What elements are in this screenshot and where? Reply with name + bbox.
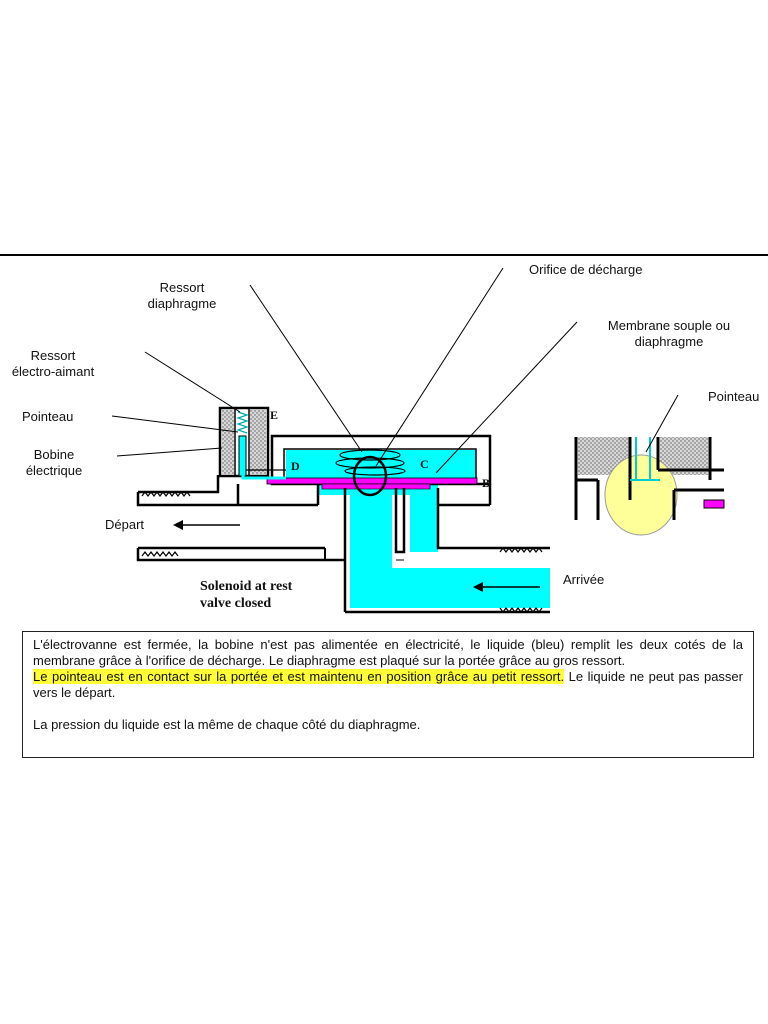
label-orifice: Orifice de décharge: [529, 262, 642, 277]
label-bobine-2: électrique: [26, 463, 82, 478]
label-depart: Départ: [105, 517, 144, 532]
letter-b: B: [482, 476, 490, 490]
valve-body: [136, 434, 550, 614]
solenoid-coil: [218, 406, 286, 480]
letter-d: D: [291, 459, 300, 473]
label-ressort-diaphragme-1: Ressort: [160, 280, 205, 295]
coil-right: [250, 410, 266, 474]
description-line-1: L'électrovanne est fermée, la bobine n'e…: [33, 637, 743, 668]
description-line-3: La pression du liquide est la même de ch…: [33, 717, 421, 732]
side-channel-liquid: [410, 488, 438, 552]
zoom-highlight: [604, 454, 678, 536]
orifice-circle: [352, 455, 388, 497]
letter-e: E: [270, 408, 278, 422]
leader-lines: [111, 267, 679, 474]
label-ressort-electro-2: électro-aimant: [12, 364, 95, 379]
plunger-spring: [236, 411, 249, 434]
label-bobine-1: Bobine: [34, 447, 74, 462]
description-box: L'électrovanne est fermée, la bobine n'e…: [22, 631, 754, 758]
arrivee-arrow: [473, 582, 540, 592]
label-pointeau-left: Pointeau: [22, 409, 73, 424]
label-ressort-diaphragme-2: diaphragme: [148, 296, 217, 311]
label-arrivee: Arrivée: [563, 572, 604, 587]
caption-line-2: valve closed: [200, 596, 271, 611]
label-membrane-2: diaphragme: [635, 334, 704, 349]
membrane: [266, 477, 478, 485]
label-ressort-electro-1: Ressort: [31, 348, 76, 363]
label-membrane-1: Membrane souple ou: [608, 318, 730, 333]
description-highlight: Le pointeau est en contact sur la portée…: [33, 669, 565, 684]
zoom-detail: [574, 437, 725, 536]
letter-c: C: [420, 457, 429, 471]
caption-line-1: Solenoid at rest: [200, 579, 293, 594]
label-pointeau-right: Pointeau: [708, 389, 759, 404]
description-line-2: Le pointeau est en contact sur la portée…: [33, 669, 743, 701]
depart-arrow: [173, 520, 240, 530]
inlet-pipe-liquid: [350, 568, 550, 608]
description-line-2-rest: Le liquide ne peut pas passer vers le dé…: [33, 669, 743, 700]
coil-left: [222, 410, 234, 474]
